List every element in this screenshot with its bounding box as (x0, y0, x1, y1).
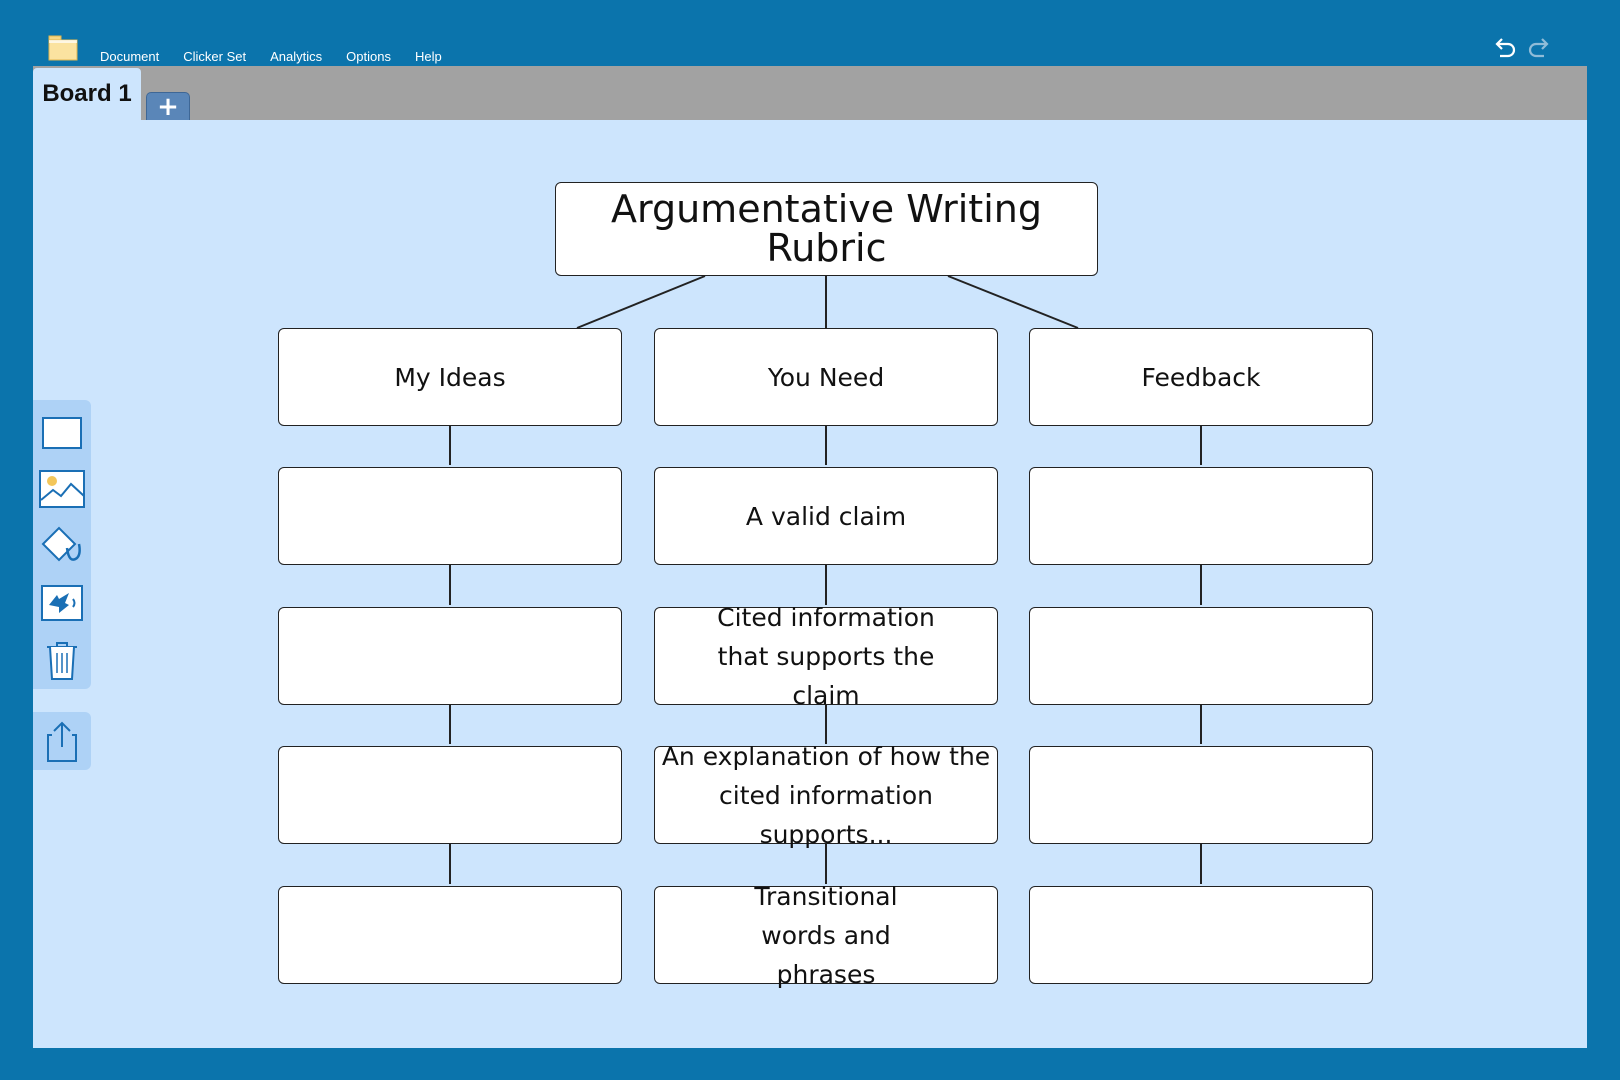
tab-strip: Board 1 + (33, 66, 1587, 121)
board-canvas[interactable]: Argumentative Writing Rubric My Ideas Yo… (33, 120, 1587, 1048)
menu-analytics[interactable]: Analytics (270, 49, 323, 64)
share-toolbar (33, 712, 91, 770)
my-ideas-cell-2[interactable] (278, 607, 622, 705)
rectangle-icon[interactable] (39, 410, 85, 456)
image-icon[interactable] (39, 466, 85, 512)
menu-help[interactable]: Help (414, 49, 442, 64)
my-ideas-cell-1[interactable] (278, 467, 622, 565)
connector-lines (449, 275, 1202, 884)
header-my-ideas[interactable]: My Ideas (278, 328, 622, 426)
menu-bar: Document Clicker Set Analytics Options H… (88, 49, 454, 64)
menu-options[interactable]: Options (346, 49, 391, 64)
header-feedback[interactable]: Feedback (1029, 328, 1373, 426)
feedback-cell-2[interactable] (1029, 607, 1373, 705)
you-need-cell-2[interactable]: Cited information that supports the clai… (654, 603, 998, 710)
menu-clicker-set[interactable]: Clicker Set (183, 49, 247, 64)
undo-icon[interactable] (1490, 34, 1518, 62)
menu-document[interactable]: Document (100, 49, 160, 64)
you-need-cell-3[interactable]: An explanation of how the cited informat… (654, 742, 998, 849)
you-need-cell-1[interactable]: A valid claim (654, 467, 998, 565)
my-ideas-cell-3[interactable] (278, 746, 622, 844)
feedback-cell-1[interactable] (1029, 467, 1373, 565)
you-need-cell-4[interactable]: Transitional words and phrases (654, 882, 998, 989)
redo-icon[interactable] (1526, 34, 1554, 62)
share-icon[interactable] (39, 718, 85, 764)
feedback-cell-4[interactable] (1029, 886, 1373, 984)
header-you-need[interactable]: You Need (654, 328, 998, 426)
rubric-title-box[interactable]: Argumentative Writing Rubric (555, 182, 1098, 276)
tab-board-1[interactable]: Board 1 (33, 68, 141, 120)
add-tab-button[interactable]: + (146, 92, 190, 121)
feedback-cell-3[interactable] (1029, 746, 1373, 844)
undo-redo-group (1490, 34, 1554, 62)
folder-icon[interactable] (48, 34, 78, 62)
speech-icon[interactable] (39, 580, 85, 626)
side-toolbar (33, 400, 91, 689)
my-ideas-cell-4[interactable] (278, 886, 622, 984)
fill-bucket-icon[interactable] (39, 522, 85, 568)
trash-icon[interactable] (39, 637, 85, 683)
